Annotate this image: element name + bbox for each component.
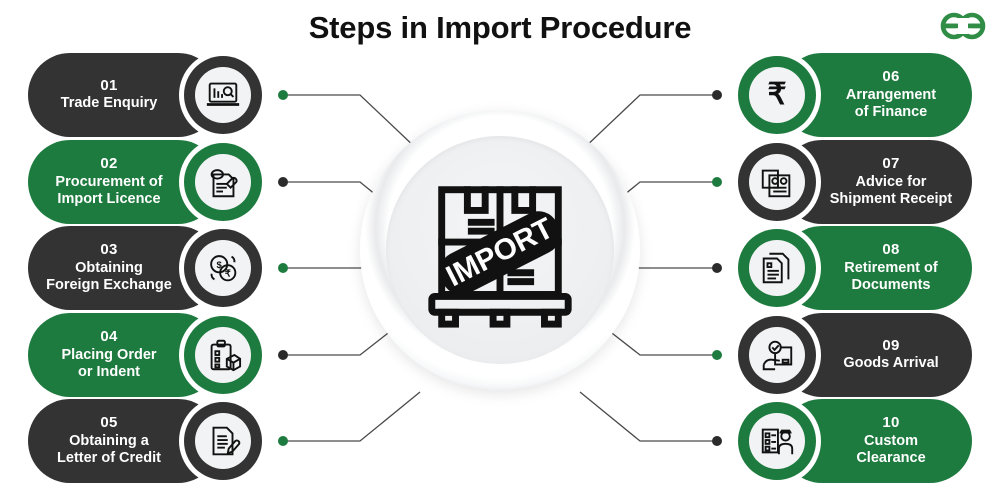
svg-text:$: $ (217, 260, 223, 271)
customs-officer-icon (749, 413, 805, 469)
documents-stack-icon (749, 240, 805, 296)
step-icon-badge-10[interactable] (738, 402, 816, 480)
step-label: Placing Order or Indent (61, 347, 157, 380)
step-number: 03 (100, 241, 118, 259)
letter-pencil-icon (195, 413, 251, 469)
clipboard-order-icon (195, 327, 251, 383)
step-icon-badge-02[interactable] (184, 143, 262, 221)
step-label: Retirement of Documents (844, 260, 938, 293)
step-label: Obtaining a Letter of Credit (57, 433, 161, 466)
step-icon-badge-03[interactable]: $ ₹ (184, 229, 262, 307)
svg-text:₹: ₹ (225, 269, 232, 280)
step-row-02[interactable]: 02 Procurement of Import Licence (28, 139, 262, 225)
laptop-search-icon (195, 67, 251, 123)
step-icon-badge-01[interactable] (184, 56, 262, 134)
step-icon-badge-05[interactable] (184, 402, 262, 480)
step-number: 04 (100, 328, 118, 346)
rupee-icon: ₹ (749, 67, 805, 123)
center-hub: IMPORT (360, 110, 640, 390)
step-label: Trade Enquiry (60, 95, 158, 112)
licence-document-icon (195, 154, 251, 210)
step-row-05[interactable]: 05 Obtaining a Letter of Credit (28, 398, 262, 484)
step-label: Procurement of Import Licence (55, 174, 163, 207)
step-number: 05 (100, 414, 118, 432)
step-label: Custom Clearance (856, 433, 926, 466)
step-icon-badge-09[interactable] (738, 316, 816, 394)
step-label: Obtaining Foreign Exchange (46, 260, 172, 293)
step-number: 10 (882, 414, 900, 432)
goods-delivery-icon (749, 327, 805, 383)
step-icon-badge-04[interactable] (184, 316, 262, 394)
step-row-03[interactable]: 03 Obtaining Foreign Exchange $ ₹ (28, 225, 262, 311)
step-row-08[interactable]: 08 Retirement of Documents (738, 225, 972, 311)
step-icon-badge-06[interactable]: ₹ (738, 56, 816, 134)
step-number: 02 (100, 155, 118, 173)
step-number: 07 (882, 155, 900, 173)
step-number: 01 (100, 76, 118, 94)
step-label: Advice for Shipment Receipt (829, 174, 953, 207)
step-pill-03[interactable]: 03 Obtaining Foreign Exchange (28, 226, 220, 310)
step-row-07[interactable]: 07 Advice for Shipment Receipt (738, 139, 972, 225)
step-row-06[interactable]: 06 Arrangement of Finance ₹ (738, 52, 972, 138)
step-row-10[interactable]: 10 Custom Clearance (738, 398, 972, 484)
center-hub-inner: IMPORT (386, 136, 614, 364)
page-title: Steps in Import Procedure (308, 10, 692, 45)
geeksforgeeks-logo (940, 12, 986, 40)
step-number: 06 (882, 68, 900, 86)
step-label: Arrangement of Finance (845, 87, 937, 120)
step-number: 09 (882, 336, 900, 354)
shipment-receipt-icon (749, 154, 805, 210)
step-row-04[interactable]: 04 Placing Order or Indent (28, 312, 262, 398)
step-number: 08 (882, 241, 900, 259)
step-label: Goods Arrival (843, 355, 939, 372)
step-row-09[interactable]: 09 Goods Arrival (738, 312, 972, 398)
step-icon-badge-08[interactable] (738, 229, 816, 307)
step-icon-badge-07[interactable] (738, 143, 816, 221)
step-row-01[interactable]: 01 Trade Enquiry (28, 52, 262, 138)
currency-exchange-icon: $ ₹ (195, 240, 251, 296)
import-boxes-pallet-icon: IMPORT (428, 186, 572, 328)
